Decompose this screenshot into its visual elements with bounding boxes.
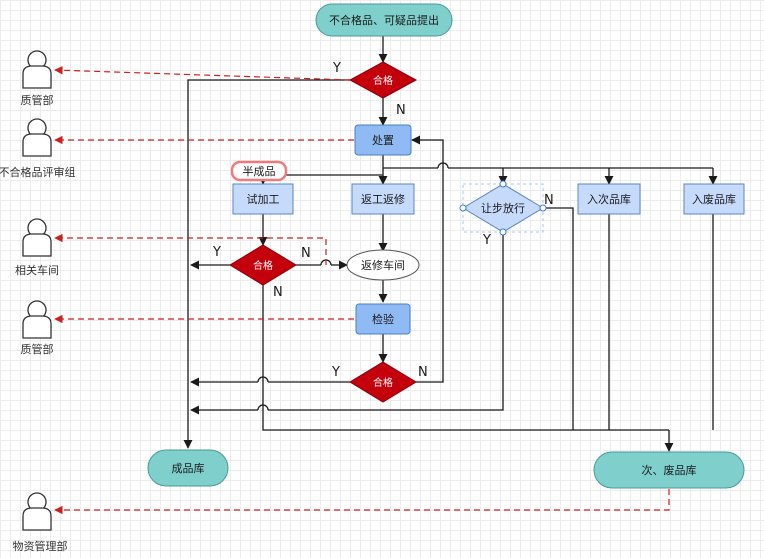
rework-process[interactable]: 返工返修: [351, 183, 415, 215]
decision-top-label: 合格: [373, 74, 393, 87]
no-label: N: [273, 285, 283, 300]
semi-product-tag[interactable]: 半成品: [230, 160, 288, 182]
actor-workshop[interactable]: 相关车间: [15, 218, 59, 277]
decision-bottom-label: 合格: [373, 376, 393, 389]
actor-label: 物资管理部: [13, 539, 68, 553]
yes-label: Y: [482, 233, 491, 248]
selection-handle[interactable]: [499, 180, 507, 188]
decision-mid[interactable]: 合格: [229, 244, 297, 286]
rework-workshop-label: 返修车间: [361, 258, 405, 272]
actor-qa-dept-1[interactable]: 质管部: [21, 50, 54, 107]
connector: [268, 232, 504, 411]
concession-label: 让步放行: [481, 201, 525, 215]
rework-workshop-node[interactable]: 返修车间: [346, 249, 420, 281]
selection-handle[interactable]: [459, 204, 467, 212]
connector: [262, 285, 669, 431]
secondary-scrap-warehouse-label: 次、废品库: [642, 463, 697, 477]
actor-review-group[interactable]: 不合格品评审组: [0, 118, 76, 179]
rework-label: 返工返修: [361, 192, 405, 206]
connector: [183, 79, 350, 449]
actor-label: 相关车间: [15, 263, 59, 277]
handle-process[interactable]: 处置: [354, 124, 412, 156]
connectors: [183, 36, 718, 452]
decision-mid-label: 合格: [253, 259, 273, 272]
secondary-store-process[interactable]: 入次品库: [577, 183, 641, 215]
actor-qa-dept-2[interactable]: 质管部: [21, 300, 54, 356]
selection-handle[interactable]: [499, 228, 507, 236]
yes-label: Y: [332, 61, 341, 76]
actor-connectors: [54, 66, 670, 515]
actor-materials-dept[interactable]: 物资管理部: [13, 492, 68, 553]
decision-bottom[interactable]: 合格: [349, 361, 417, 403]
trial-processing-process[interactable]: 试加工: [232, 183, 294, 215]
connector: [411, 135, 444, 383]
connector: [543, 207, 574, 430]
decision-top[interactable]: 合格: [348, 61, 418, 99]
no-label: N: [396, 103, 406, 118]
selection-handle[interactable]: [539, 204, 547, 212]
secondary-store-label: 入次品库: [587, 192, 631, 206]
concession-decision[interactable]: 让步放行: [459, 180, 547, 236]
start-node[interactable]: 不合格品、可疑品提出: [315, 3, 453, 37]
inspection-process[interactable]: 检验: [355, 303, 411, 335]
finished-goods-terminal[interactable]: 成品库: [147, 449, 229, 487]
dashed-connector: [54, 489, 670, 515]
actor-label: 不合格品评审组: [0, 165, 76, 179]
no-label: N: [418, 365, 428, 380]
no-label: N: [301, 246, 311, 261]
scrap-store-process[interactable]: 入废品库: [683, 183, 745, 215]
yes-label: Y: [212, 245, 221, 260]
scrap-store-label: 入废品库: [692, 192, 736, 206]
trial-processing-label: 试加工: [247, 193, 280, 206]
yes-label: Y: [331, 365, 340, 380]
semi-product-label: 半成品: [243, 164, 276, 178]
actor-label: 质管部: [21, 342, 54, 356]
secondary-scrap-warehouse-terminal[interactable]: 次、废品库: [593, 451, 745, 489]
no-label: N: [544, 193, 554, 208]
actor-label: 质管部: [21, 93, 54, 107]
inspection-label: 检验: [372, 312, 394, 326]
dashed-connector: [54, 66, 351, 81]
finished-goods-label: 成品库: [172, 462, 205, 475]
handle-label: 处置: [372, 134, 394, 147]
start-label: 不合格品、可疑品提出: [329, 13, 439, 27]
